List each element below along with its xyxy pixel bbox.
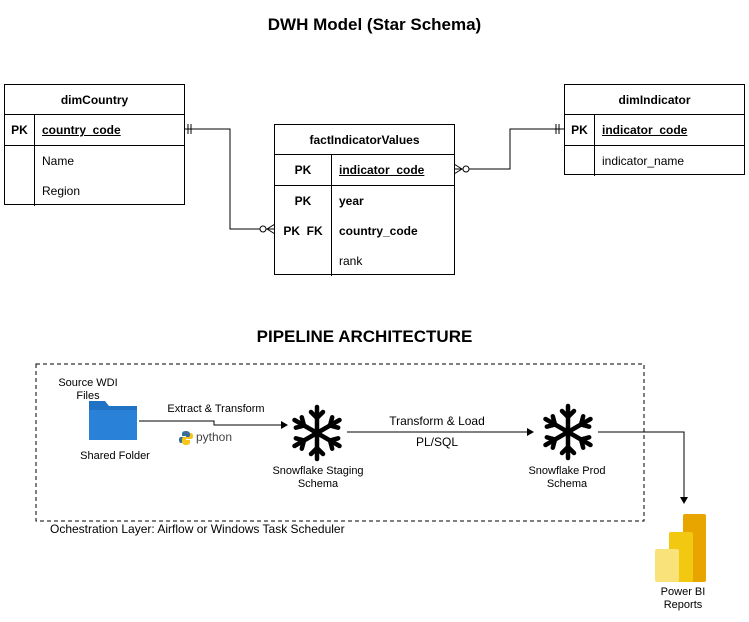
orchestration-label: Ochestration Layer: Airflow or Windows T…	[50, 522, 345, 536]
dimcountry-pk-key: PK	[11, 123, 28, 137]
fact-field-year: year	[339, 194, 364, 208]
plsql-label: PL/SQL	[415, 435, 459, 449]
fact-key-1: PK	[294, 194, 312, 208]
extract-transform-label: Extract & Transform	[167, 403, 265, 415]
dimindicator-field-name: indicator_name	[602, 154, 685, 168]
erd-title: DWH Model (Star Schema)	[267, 15, 482, 34]
dimcountry-table: dimCountry PK country_code Name Region	[4, 84, 185, 206]
fact-key-0: PK	[294, 163, 312, 177]
python-label: python	[196, 430, 233, 444]
fact-field-rank: rank	[339, 254, 363, 268]
folder-icon	[89, 401, 137, 440]
fact-field-indicator-code: indicator_code	[339, 163, 425, 177]
powerbi-label: Power BI Reports	[660, 586, 706, 611]
source-label: Source WDI Files	[58, 377, 118, 402]
python-logo-icon	[179, 431, 193, 445]
snowflake-icon	[292, 404, 342, 462]
dimcountry-pk-field: country_code	[42, 123, 121, 137]
prod-label: Snowflake Prod Schema	[528, 465, 606, 490]
fact-field-country-code: country_code	[339, 224, 418, 238]
dimindicator-header: dimIndicator	[565, 85, 744, 115]
dimcountry-field-name: Name	[42, 154, 75, 168]
transform-load-label: Transform & Load	[389, 414, 485, 428]
snowflake-icon	[543, 403, 593, 461]
fact-table: factIndicatorValues PK indicator_code PK…	[274, 124, 455, 276]
dimcountry-field-region: Region	[42, 184, 81, 198]
pipeline-title: PIPELINE ARCHITECTURE	[256, 327, 473, 346]
powerbi-icon	[655, 514, 706, 582]
shared-folder-label: Shared Folder	[80, 450, 150, 462]
dimindicator-pk-key: PK	[571, 123, 588, 137]
dimindicator-table: dimIndicator PK indicator_code indicator…	[564, 84, 745, 176]
fact-key-2: PK FK	[283, 224, 323, 238]
staging-label: Snowflake Staging Schema	[272, 465, 364, 490]
dimindicator-pk-field: indicator_code	[602, 123, 688, 137]
fact-header: factIndicatorValues	[275, 125, 454, 155]
dimcountry-header: dimCountry	[5, 85, 184, 115]
